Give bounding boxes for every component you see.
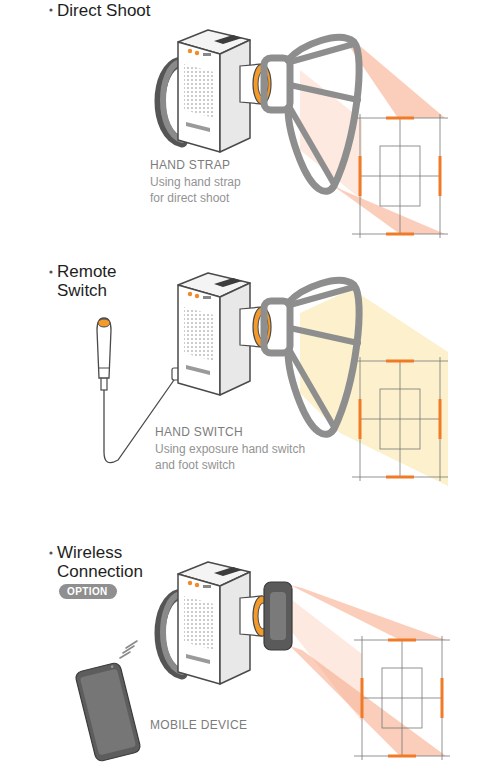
description-text: Using hand strap for direct shoot xyxy=(150,174,250,206)
part-name: HAND STRAP xyxy=(150,158,280,172)
xray-beam xyxy=(300,40,445,234)
hand-strap-frame xyxy=(264,280,359,434)
hand-switch xyxy=(97,318,111,390)
remote-switch-illustration xyxy=(97,273,448,486)
xray-device xyxy=(178,273,271,395)
part-name: MOBILE DEVICE xyxy=(150,718,280,732)
xray-beam xyxy=(300,289,448,486)
wifi-signal xyxy=(120,641,137,658)
xray-device xyxy=(178,30,271,152)
badge-text: OPTION xyxy=(67,585,109,598)
mobile-device xyxy=(75,662,142,762)
xray-beam xyxy=(290,585,446,756)
target-grid xyxy=(354,636,450,760)
description-text: Using exposure hand switch and foot swit… xyxy=(155,441,313,473)
option-badge: OPTION xyxy=(59,584,117,599)
collimator xyxy=(264,582,292,650)
bullet-dots xyxy=(49,8,52,554)
target-grid xyxy=(352,114,448,238)
wireless-illustration xyxy=(75,562,450,762)
target-grid xyxy=(352,357,448,481)
section-heading: Wireless Connection xyxy=(57,543,157,581)
direct-shoot-illustration xyxy=(160,30,448,238)
hand-strap-frame xyxy=(264,37,359,191)
xray-device xyxy=(178,562,271,684)
section-heading: Direct Shoot xyxy=(57,1,227,20)
part-name: HAND SWITCH xyxy=(155,425,285,439)
section-heading: Remote Switch xyxy=(57,262,153,300)
